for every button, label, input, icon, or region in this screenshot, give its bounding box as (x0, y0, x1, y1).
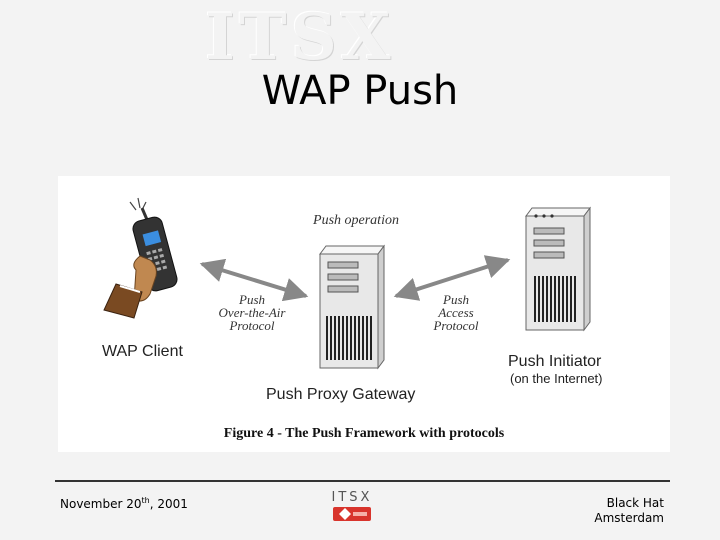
push-proxy-gateway-label: Push Proxy Gateway (266, 386, 415, 403)
itsx-logo: ITSX (332, 490, 373, 521)
pap-protocol-line-1: Push (442, 292, 469, 307)
phone-in-hand-icon (103, 197, 178, 319)
footer-event-line-2: Amsterdam (594, 511, 664, 525)
wap-client-label: WAP Client (102, 343, 183, 360)
footer-event: Black Hat Amsterdam (544, 496, 664, 526)
footer-date: November 20th, 2001 (60, 496, 188, 511)
push-initiator-server-icon (525, 206, 591, 332)
push-framework-diagram: Push operation Push Over-the-Air Protoco… (102, 197, 603, 441)
push-initiator-sublabel: (on the Internet) (510, 371, 603, 386)
itsx-logo-text: ITSX (332, 490, 373, 505)
ota-protocol-line-2: Over-the-Air (219, 305, 287, 320)
footer-event-line-1: Black Hat (606, 496, 664, 510)
footer-date-main: November 20 (60, 497, 142, 511)
figure-caption: Figure 4 - The Push Framework with proto… (224, 426, 505, 441)
footer-date-suffix: th (141, 496, 150, 505)
background-watermark: ITSX (205, 0, 395, 75)
pap-protocol-line-2: Access (437, 305, 473, 320)
footer-date-year: , 2001 (149, 497, 188, 511)
footer-divider (55, 480, 670, 482)
pap-protocol-line-3: Protocol (432, 318, 478, 333)
push-initiator-label: Push Initiator (508, 353, 602, 370)
slide-title: WAP Push (261, 68, 459, 114)
push-operation-label: Push operation (312, 213, 399, 228)
ota-arrow (199, 258, 309, 302)
itsx-logo-diamond-icon (339, 508, 351, 520)
push-proxy-gateway-server-icon (319, 244, 385, 370)
ota-protocol-line-1: Push (238, 292, 265, 307)
push-framework-figure: Push operation Push Over-the-Air Protoco… (58, 176, 670, 452)
ota-protocol-line-3: Protocol (228, 318, 274, 333)
pap-arrow (393, 255, 511, 301)
